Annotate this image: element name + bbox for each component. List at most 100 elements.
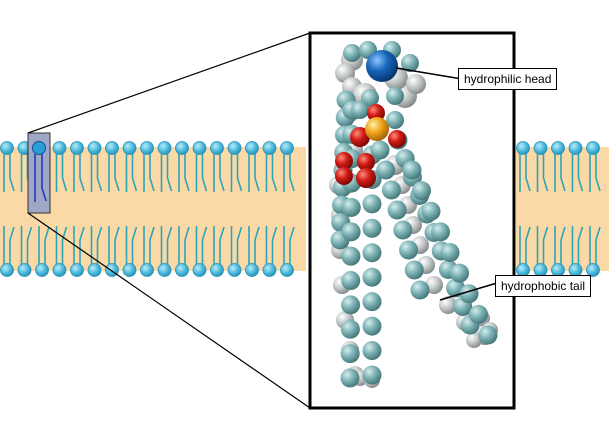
lower-lipid-tail <box>536 226 549 265</box>
carbon-atom <box>361 89 379 107</box>
oxygen-atom <box>388 130 406 148</box>
upper-lipid-head <box>140 141 154 155</box>
lower-lipid-tail <box>571 226 584 265</box>
upper-lipid-tail <box>178 153 190 192</box>
lower-lipid-tail <box>554 226 566 265</box>
lower-lipid-head <box>70 263 84 277</box>
oxygen-atom <box>350 127 370 147</box>
carbon-atom <box>340 319 360 339</box>
lower-lipid-head <box>210 263 224 277</box>
lower-lipid-tail <box>90 226 103 265</box>
upper-lipid-tail <box>125 153 138 192</box>
lower-lipid-head <box>0 263 14 277</box>
hydrophilic-head-label: hydrophilic head <box>458 68 558 90</box>
highlight-box <box>27 132 51 214</box>
lower-lipid-head <box>157 263 172 277</box>
carbon-atom <box>362 267 382 287</box>
lower-lipid-tail <box>283 226 295 265</box>
carbon-atom <box>421 201 441 221</box>
carbon-atom <box>410 280 430 300</box>
carbon-atom <box>431 222 450 242</box>
hydrophobic-tail-label: hydrophobic tail <box>495 275 592 297</box>
lower-lipid-head <box>245 263 259 277</box>
lower-lipid-head <box>175 263 189 277</box>
phospholipid-molecule <box>329 41 498 388</box>
carbon-atom <box>381 180 401 200</box>
tail-pointer-line <box>439 282 498 301</box>
carbon-atom <box>341 295 361 315</box>
lower-lipid-head <box>35 263 49 277</box>
upper-lipid-head <box>586 141 600 155</box>
carbon-atom <box>478 325 498 345</box>
lower-lipid-tail <box>38 226 50 265</box>
lower-lipid-tail <box>178 226 190 265</box>
upper-lipid-tail <box>108 153 120 192</box>
highlighted-head <box>31 140 47 156</box>
upper-lipid-head <box>551 141 565 155</box>
carbon-atom <box>459 284 479 304</box>
nitrogen-atom <box>366 50 398 82</box>
lower-lipid-tail <box>230 226 243 265</box>
upper-lipid-tail <box>554 153 566 192</box>
carbon-atom <box>341 222 361 242</box>
upper-lipid-tail <box>519 153 531 192</box>
lower-lipid-tail <box>160 226 173 265</box>
carbon-atom <box>387 200 407 220</box>
lower-lipid-head <box>140 263 154 277</box>
carbon-atom <box>362 316 382 336</box>
lower-lipid-tail <box>195 226 208 265</box>
zoom-line-top <box>27 32 311 134</box>
lower-lipid-head <box>192 263 207 277</box>
head-pointer-line <box>395 67 463 80</box>
hydrogen-atom <box>425 276 443 294</box>
upper-lipid-tail <box>143 153 155 192</box>
upper-lipid-head <box>245 141 259 155</box>
lower-lipid-tail <box>3 226 15 265</box>
carbon-atom <box>393 220 413 240</box>
lower-lipid-tail <box>108 226 120 265</box>
upper-lipid-head <box>122 141 137 155</box>
upper-lipid-head <box>516 141 530 155</box>
oxygen-atom <box>335 152 353 170</box>
lower-lipid-head <box>87 263 102 277</box>
carbon-atom <box>362 292 382 312</box>
lower-lipid-tail <box>589 226 601 265</box>
upper-lipid-tail <box>55 153 68 192</box>
upper-lipid-tail <box>536 153 549 192</box>
oxygen-atom <box>335 167 353 185</box>
carbon-atom <box>399 240 419 260</box>
carbon-atom <box>340 368 360 388</box>
upper-lipid-head <box>210 141 224 155</box>
phosphorus-atom <box>365 117 389 141</box>
carbon-atom <box>341 246 361 266</box>
carbon-atom <box>362 341 382 361</box>
lower-lipid-head <box>17 263 32 277</box>
zoom-line-bottom <box>27 212 311 409</box>
lower-lipid-head <box>52 263 67 277</box>
lower-lipid-head <box>280 263 294 277</box>
highlighted-lipid <box>27 132 51 214</box>
carbon-atom <box>450 263 469 283</box>
lower-lipid-head <box>262 263 277 277</box>
carbon-atom <box>351 101 369 119</box>
oxygen-atom <box>356 168 376 188</box>
upper-lipid-tail <box>265 153 278 192</box>
upper-lipid-tail <box>230 153 243 192</box>
upper-lipid-tail <box>3 153 15 192</box>
upper-lipid-tail <box>73 153 85 192</box>
upper-lipid-head <box>0 141 14 155</box>
carbon-atom <box>402 160 422 180</box>
upper-lipid-head <box>87 141 102 155</box>
carbon-atom <box>370 140 390 160</box>
carbon-atom <box>412 181 431 201</box>
carbon-atom <box>376 160 396 180</box>
upper-lipid-head <box>262 141 277 155</box>
upper-lipid-head <box>533 141 548 155</box>
lower-lipid-tail <box>125 226 138 265</box>
upper-lipid-tail <box>589 153 601 192</box>
carbon-atom <box>343 44 361 62</box>
upper-lipid-head <box>227 141 242 155</box>
hydrogen-atom <box>406 74 426 94</box>
carbon-atom <box>469 304 488 324</box>
